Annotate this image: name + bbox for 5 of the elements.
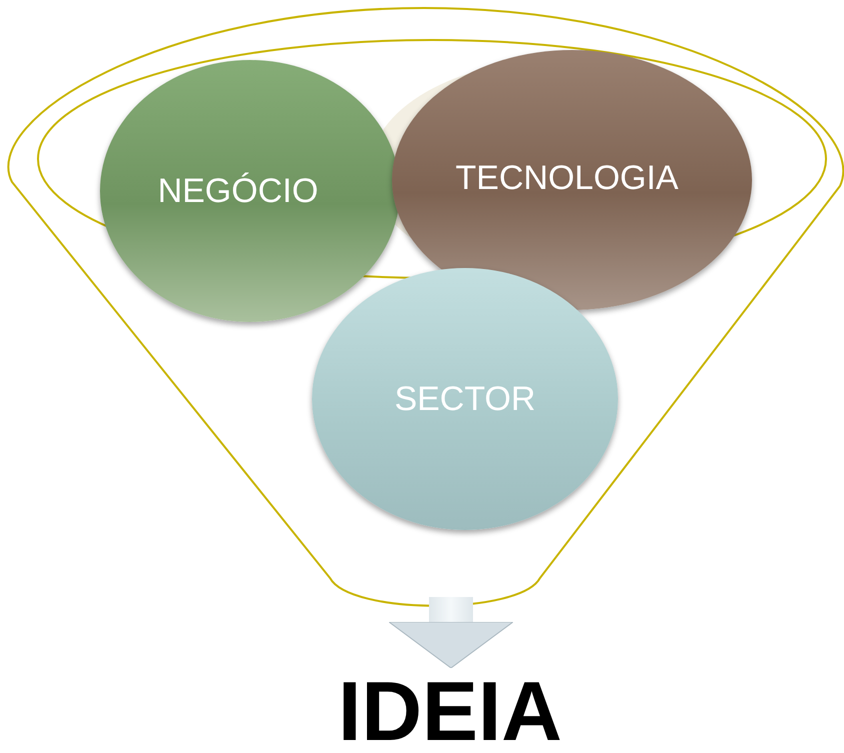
- down-arrow: [388, 597, 514, 668]
- circle-label: TECNOLOGIA: [456, 158, 678, 198]
- circle-label: SECTOR: [394, 380, 536, 418]
- circle-label: NEGÓCIO: [158, 172, 318, 210]
- result-heading: IDEIA: [338, 668, 562, 752]
